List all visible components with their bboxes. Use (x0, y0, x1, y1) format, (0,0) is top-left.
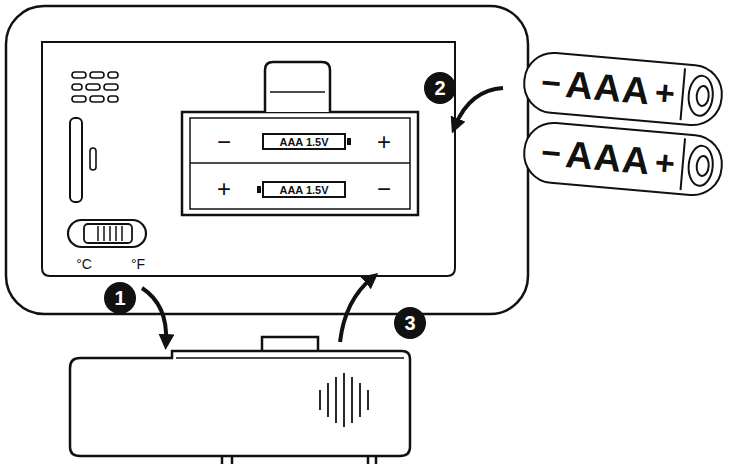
polarity-sign: + (217, 175, 231, 203)
cell-terminal (347, 138, 351, 145)
node-text: + (653, 72, 676, 113)
polarity-sign: + (377, 128, 391, 156)
battery-terminal (676, 136, 721, 195)
polarity-sign: − (377, 175, 391, 203)
node-text: 3 (404, 312, 415, 335)
node-text: + (653, 142, 676, 183)
polarity-marking: AAA 1.5V (262, 181, 346, 198)
unit-label: °F (131, 256, 145, 272)
node-text: AAA 1.5V (279, 184, 328, 196)
polarity-marking: AAA 1.5V (262, 133, 346, 150)
node-text: − (540, 62, 563, 103)
node-text: 2 (434, 77, 445, 100)
cell-terminal (257, 186, 261, 193)
node-text: − (540, 132, 563, 173)
node-text: AAA (564, 63, 653, 113)
unit-label: °C (76, 256, 92, 272)
callout-number: 2 (424, 72, 456, 104)
node-text: 1 (114, 287, 125, 310)
node-text: AAA (564, 133, 653, 183)
polarity-sign: − (217, 128, 231, 156)
aaa-battery: −AAA+ (521, 119, 726, 198)
battery-terminal (676, 66, 721, 125)
node-text: AAA 1.5V (279, 136, 328, 148)
aaa-battery: −AAA+ (521, 49, 726, 128)
callout-number: 3 (394, 307, 426, 339)
callout-number: 1 (104, 282, 136, 314)
